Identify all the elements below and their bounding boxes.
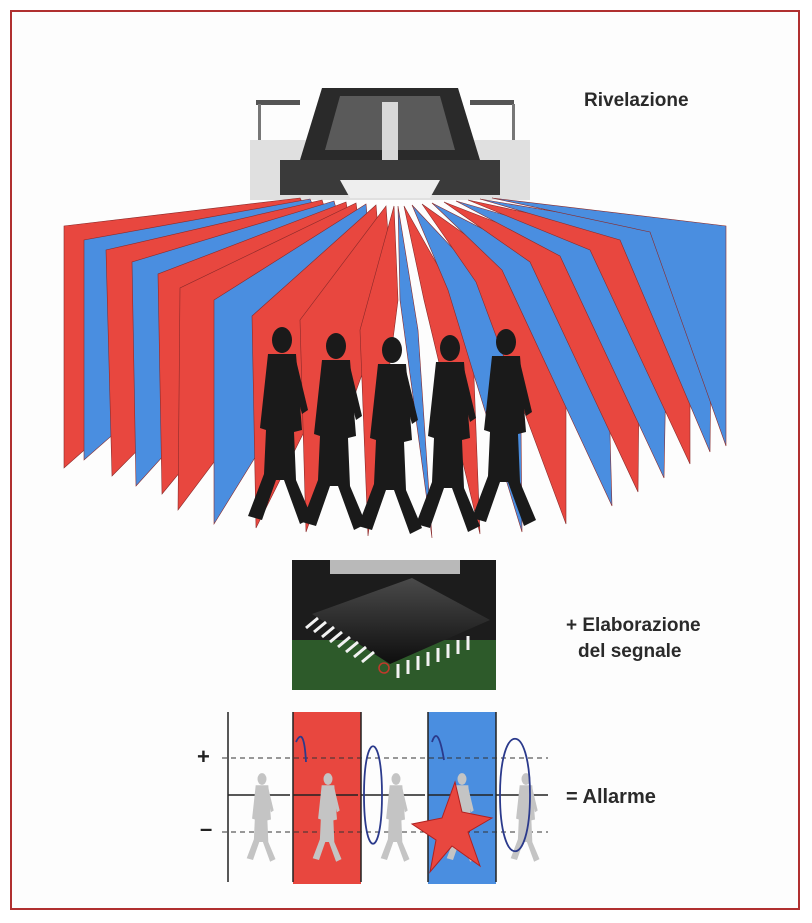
signal-waves — [295, 735, 531, 853]
detection-label: Rivelazione — [584, 90, 689, 111]
processing-label-line1: + Elaborazione — [566, 615, 701, 636]
signal-schematic — [222, 712, 548, 884]
alarm-label: = Allarme — [566, 786, 656, 808]
alarm-burst-icon — [410, 780, 494, 874]
walking-people — [248, 327, 536, 534]
minus-sign: – — [200, 816, 213, 841]
sensor-housing — [250, 88, 530, 200]
processing-label-line2: del segnale — [578, 641, 682, 662]
processor-chip-image — [292, 560, 496, 690]
ghost-walker-3 — [380, 773, 410, 862]
plus-sign: + — [197, 744, 210, 769]
ghost-walker-5 — [510, 773, 540, 862]
ghost-walker-1 — [246, 773, 276, 862]
